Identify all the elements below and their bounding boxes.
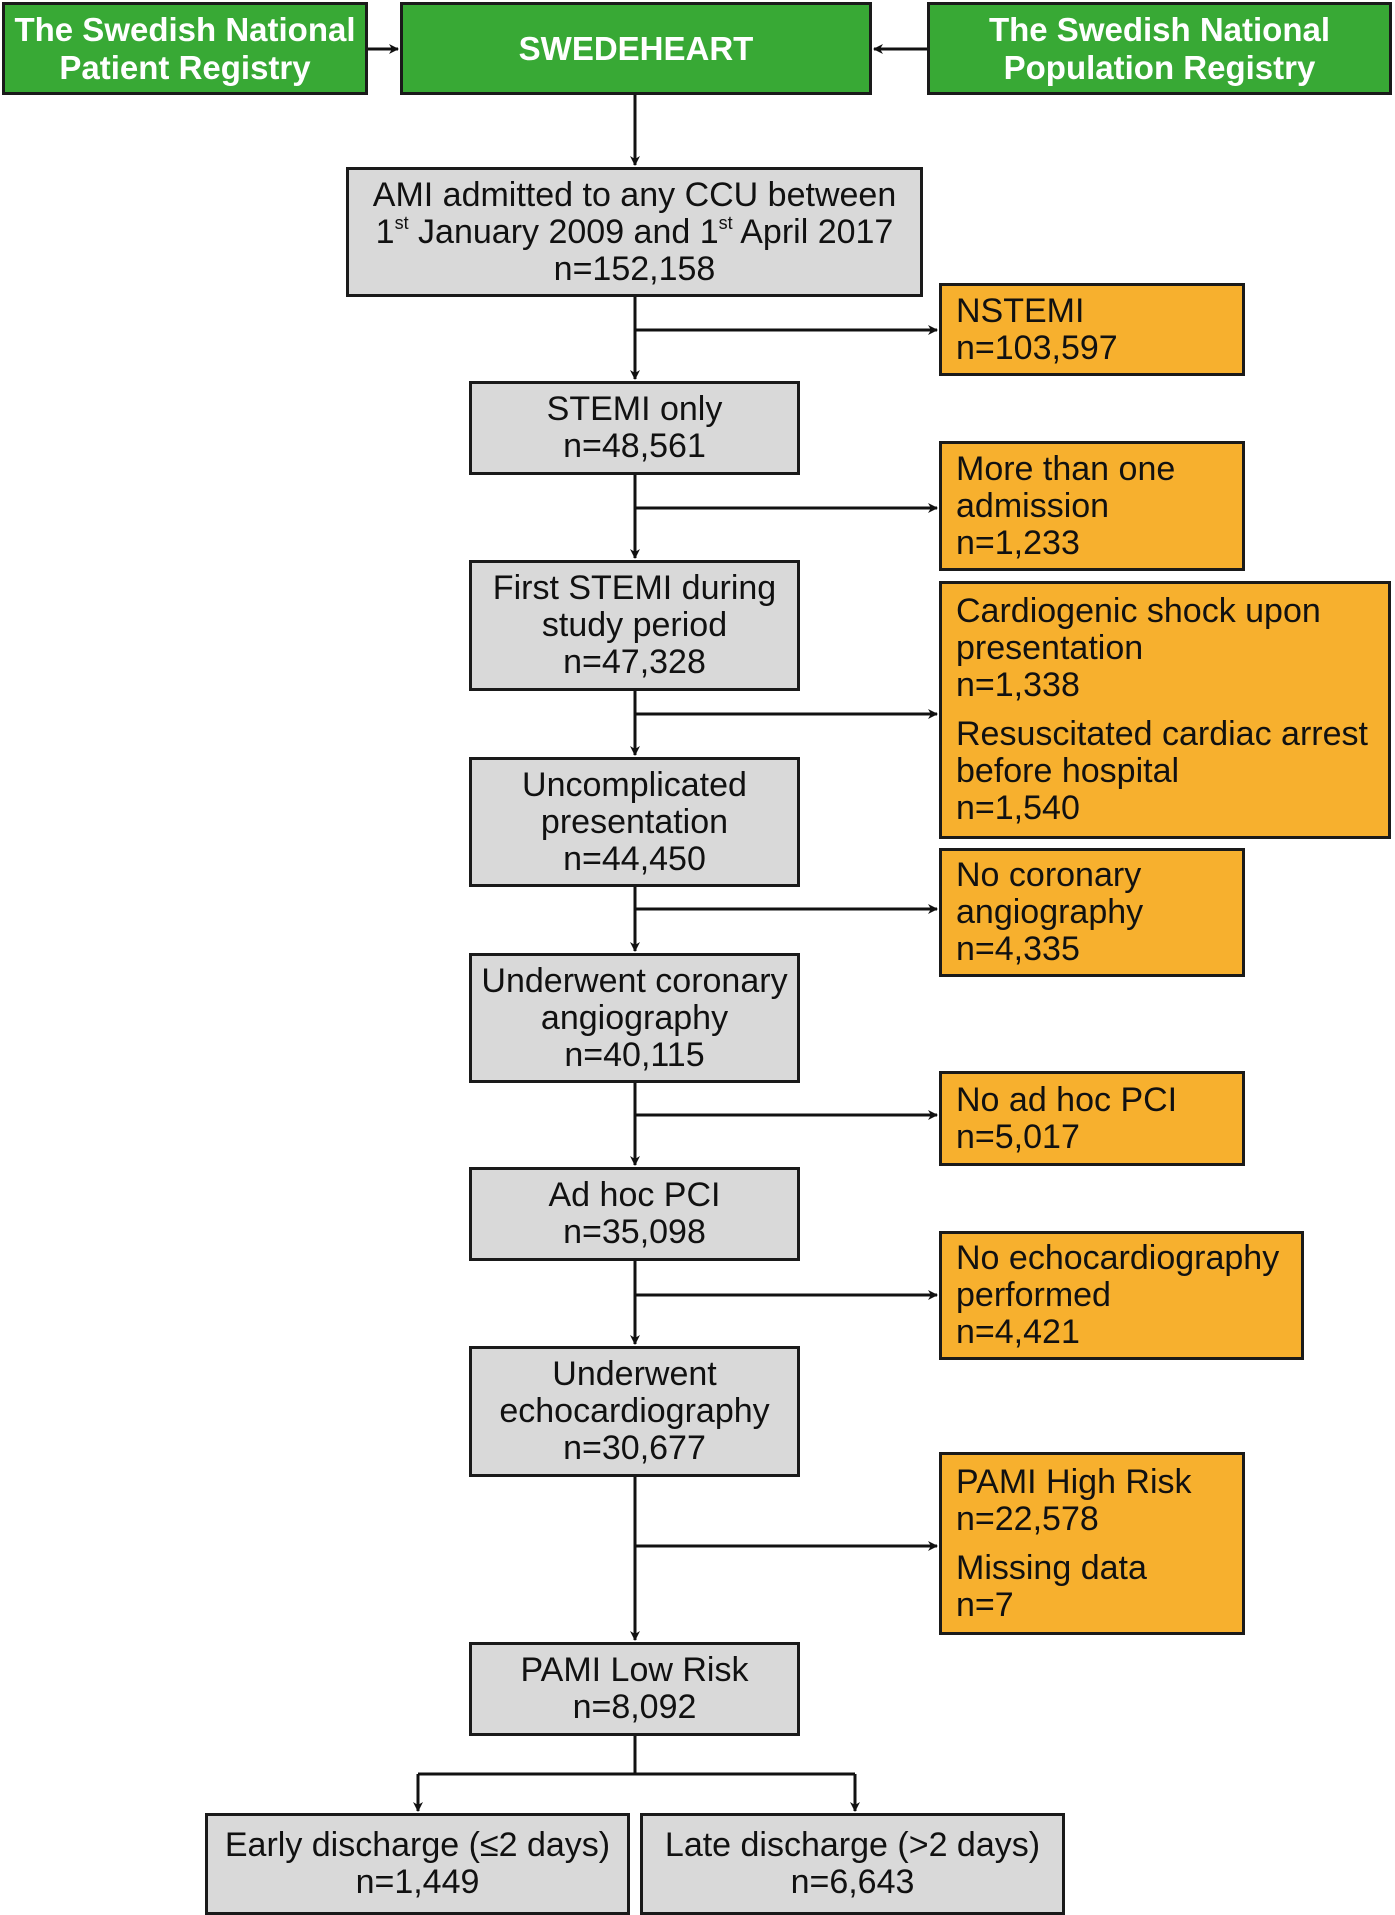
outcome-count: n=6,643: [790, 1863, 915, 1901]
exclusion-label: NSTEMI: [956, 291, 1085, 330]
exclusion-count: n=22,578: [956, 1499, 1099, 1538]
excluded-no-ad-hoc-pci: No ad hoc PCI n=5,017: [939, 1071, 1245, 1166]
source-label-line: The Swedish National: [988, 10, 1331, 48]
step-label: Underwent: [552, 1355, 717, 1393]
step-pami-low-risk: PAMI Low Risk n=8,092: [469, 1642, 800, 1736]
exclusion-label: Cardiogenic shock upon: [956, 592, 1321, 630]
excluded-no-angiography: No coronary angiography n=4,335: [939, 848, 1245, 977]
exclusion-label: Resuscitated cardiac arrest: [956, 715, 1368, 753]
step-stemi-only: STEMI only n=48,561: [469, 381, 800, 475]
exclusion-label: performed: [956, 1276, 1111, 1314]
excluded-no-echo: No echocardiography performed n=4,421: [939, 1231, 1304, 1360]
step-label: Uncomplicated: [522, 765, 747, 804]
exclusion-label: Missing data: [956, 1548, 1147, 1587]
outcome-late-discharge: Late discharge (>2 days) n=6,643: [640, 1813, 1065, 1915]
step-count: n=44,450: [563, 839, 706, 878]
outcome-label: Late discharge (>2 days): [664, 1826, 1041, 1864]
exclusion-label: PAMI High Risk: [956, 1462, 1192, 1501]
outcome-early-discharge: Early discharge (≤2 days) n=1,449: [205, 1813, 630, 1915]
exclusion-count: n=1,540: [956, 789, 1080, 827]
step-count: n=8,092: [572, 1688, 697, 1726]
step-ad-hoc-pci: Ad hoc PCI n=35,098: [469, 1167, 800, 1261]
exclusion-label: presentation: [956, 629, 1144, 667]
source-patient-registry: The Swedish National Patient Registry: [2, 2, 368, 95]
step-label: PAMI Low Risk: [520, 1651, 749, 1689]
exclusion-count: n=1,338: [956, 666, 1080, 704]
step-label: angiography: [540, 998, 729, 1037]
step-count: n=35,098: [563, 1213, 706, 1251]
step-count: n=48,561: [563, 427, 706, 465]
step-first-stemi: First STEMI during study period n=47,328: [469, 560, 800, 691]
excluded-pami-high-risk: PAMI High Risk n=22,578 Missing data n=7: [939, 1452, 1245, 1635]
step-count: n=47,328: [563, 643, 706, 681]
step-label: echocardiography: [499, 1392, 770, 1430]
source-swedeheart: SWEDEHEART: [400, 2, 872, 95]
source-label-line: Patient Registry: [59, 48, 311, 86]
step-label: study period: [541, 606, 728, 644]
step-count: n=152,158: [553, 249, 716, 288]
step-label: STEMI only: [546, 390, 723, 428]
step-count: n=30,677: [563, 1429, 706, 1467]
step-label: presentation: [540, 802, 729, 841]
exclusion-count: n=4,335: [956, 930, 1080, 968]
step-label: Underwent coronary: [481, 961, 788, 1000]
excluded-more-than-one-admission: More than one admission n=1,233: [939, 441, 1245, 571]
step-label: AMI admitted to any CCU between: [372, 175, 897, 214]
exclusion-label: before hospital: [956, 752, 1180, 790]
excluded-nstemi: NSTEMI n=103,597: [939, 283, 1245, 376]
source-label-line: Population Registry: [1003, 48, 1316, 86]
exclusion-label: angiography: [956, 893, 1144, 931]
exclusion-count: n=4,421: [956, 1313, 1080, 1351]
step-label: First STEMI during: [492, 569, 777, 607]
source-label: SWEDEHEART: [518, 29, 754, 67]
exclusion-label: No echocardiography: [956, 1239, 1280, 1277]
step-ami-admitted: AMI admitted to any CCU between 1st Janu…: [346, 167, 923, 297]
step-label: Ad hoc PCI: [548, 1176, 721, 1214]
outcome-label: Early discharge (≤2 days): [224, 1826, 611, 1864]
exclusion-label: More than one: [956, 449, 1176, 488]
step-count: n=40,115: [564, 1035, 705, 1074]
exclusion-count: n=5,017: [956, 1117, 1080, 1156]
exclusion-count: n=1,233: [956, 523, 1080, 562]
exclusion-label: admission: [956, 486, 1110, 525]
exclusion-label: No coronary: [956, 856, 1142, 894]
excluded-shock-and-arrest: Cardiogenic shock upon presentation n=1,…: [939, 581, 1391, 839]
step-underwent-angiography: Underwent coronary angiography n=40,115: [469, 953, 800, 1083]
outcome-count: n=1,449: [355, 1863, 480, 1901]
exclusion-count: n=7: [956, 1585, 1014, 1624]
source-population-registry: The Swedish National Population Registry: [927, 2, 1392, 95]
step-underwent-echo: Underwent echocardiography n=30,677: [469, 1346, 800, 1477]
exclusion-label: No ad hoc PCI: [956, 1080, 1178, 1119]
exclusion-count: n=103,597: [956, 328, 1118, 367]
step-date-range: 1st January 2009 and 1st April 2017: [375, 212, 894, 251]
step-uncomplicated: Uncomplicated presentation n=44,450: [469, 757, 800, 887]
source-label-line: The Swedish National: [14, 10, 356, 48]
